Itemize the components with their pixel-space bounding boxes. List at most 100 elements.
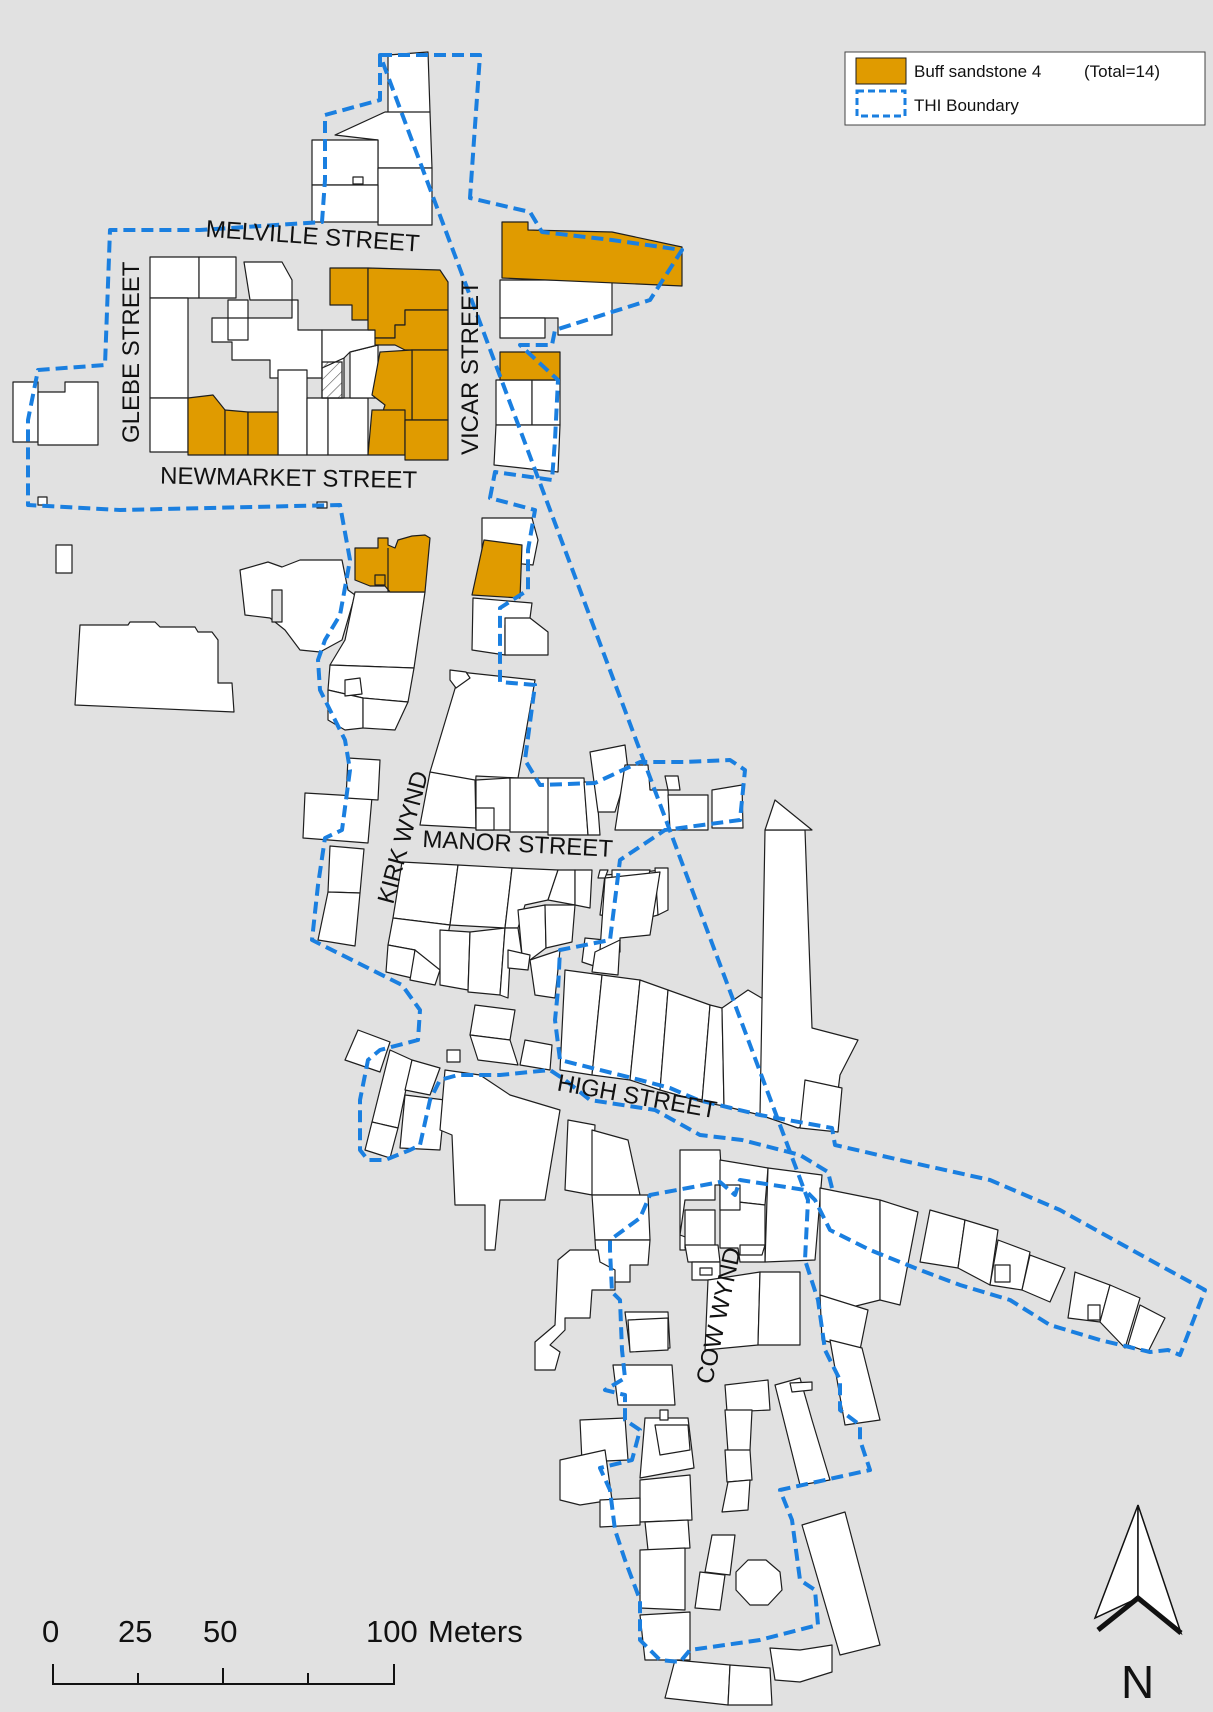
building <box>404 1059 441 1096</box>
building <box>377 167 433 226</box>
street-label-newmarket: NEWMARKET STREET <box>160 463 418 494</box>
building <box>724 1409 753 1453</box>
building <box>302 792 373 844</box>
building <box>639 1611 691 1661</box>
building <box>721 1479 751 1513</box>
swatch-icon <box>855 57 907 85</box>
building <box>306 397 329 456</box>
building <box>55 544 73 574</box>
north-arrow-icon: N <box>1093 1504 1183 1708</box>
building <box>721 989 766 1116</box>
building <box>769 1644 833 1683</box>
building <box>684 1244 721 1263</box>
buff-sandstone-building <box>187 394 226 456</box>
building <box>493 424 561 473</box>
building <box>1087 1304 1101 1321</box>
building <box>211 261 323 379</box>
building <box>639 1474 693 1523</box>
legend-highlight-total: (Total=14) <box>1084 62 1160 81</box>
building <box>499 317 546 339</box>
building <box>529 949 561 999</box>
building <box>879 1199 919 1306</box>
building <box>519 1039 553 1071</box>
boundary-swatch-icon <box>855 89 907 118</box>
legend: Buff sandstone 4 (Total=14) THI Boundary <box>844 51 1206 126</box>
building <box>467 927 506 996</box>
building <box>664 775 681 791</box>
building <box>659 1409 669 1421</box>
building <box>612 1364 676 1406</box>
building <box>409 949 441 986</box>
building <box>311 184 379 223</box>
buff-sandstone-building <box>501 221 683 287</box>
building <box>37 381 99 446</box>
building <box>764 1167 823 1263</box>
buff-sandstone-building <box>367 409 406 456</box>
building <box>544 904 576 949</box>
building <box>739 1244 766 1256</box>
building <box>699 1267 713 1276</box>
building <box>801 1511 881 1656</box>
building <box>654 1424 691 1456</box>
building <box>829 1339 881 1426</box>
scale-bar: 0 25 50 100 Meters <box>42 1614 523 1685</box>
hatched-building <box>321 361 343 399</box>
building <box>327 397 369 456</box>
building <box>664 1659 731 1706</box>
building <box>547 777 589 836</box>
building <box>439 1069 561 1251</box>
building <box>599 1497 641 1528</box>
building <box>12 381 39 443</box>
building <box>475 807 495 831</box>
scale-tick-50: 50 <box>203 1614 237 1649</box>
building <box>327 845 365 894</box>
building <box>352 176 364 185</box>
building <box>469 1034 519 1066</box>
building <box>574 869 593 909</box>
building <box>735 1559 783 1606</box>
building <box>439 929 471 991</box>
building <box>149 397 189 453</box>
buff-sandstone-building <box>411 349 449 421</box>
buff-sandstone-building <box>471 539 523 599</box>
building <box>1021 1254 1066 1303</box>
building <box>277 369 308 456</box>
building <box>344 1029 391 1073</box>
building <box>724 1449 753 1483</box>
building <box>271 589 283 623</box>
street-label-vicar: VICAR STREET <box>457 280 484 455</box>
building <box>311 139 379 186</box>
building <box>644 1519 691 1551</box>
building <box>684 1209 716 1249</box>
building <box>317 891 361 947</box>
building <box>507 949 531 971</box>
building <box>694 1571 726 1611</box>
building <box>469 1004 516 1041</box>
thi-boundary-west <box>26 55 834 1189</box>
buff-sandstone-building <box>354 534 431 593</box>
building <box>704 1534 736 1576</box>
building <box>449 864 513 929</box>
north-label: N <box>1121 1656 1154 1708</box>
legend-highlight-label: Buff sandstone 4 <box>914 62 1041 81</box>
building <box>759 829 859 1129</box>
building <box>345 757 381 801</box>
building <box>559 1449 613 1506</box>
building <box>764 799 813 831</box>
scale-tick-0: 0 <box>42 1614 59 1649</box>
building <box>757 1271 801 1346</box>
legend-boundary-label: THI Boundary <box>914 96 1019 115</box>
building <box>149 256 200 299</box>
buff-sandstone-building-part <box>374 574 386 586</box>
buff-sandstone-building <box>404 419 449 461</box>
scale-tick-25: 25 <box>118 1614 152 1649</box>
building <box>627 1317 669 1353</box>
building <box>449 669 471 689</box>
buff-sandstone-buildings <box>187 221 683 599</box>
building <box>724 1379 771 1413</box>
building <box>446 1049 461 1063</box>
building <box>149 297 189 399</box>
building <box>789 1381 813 1393</box>
